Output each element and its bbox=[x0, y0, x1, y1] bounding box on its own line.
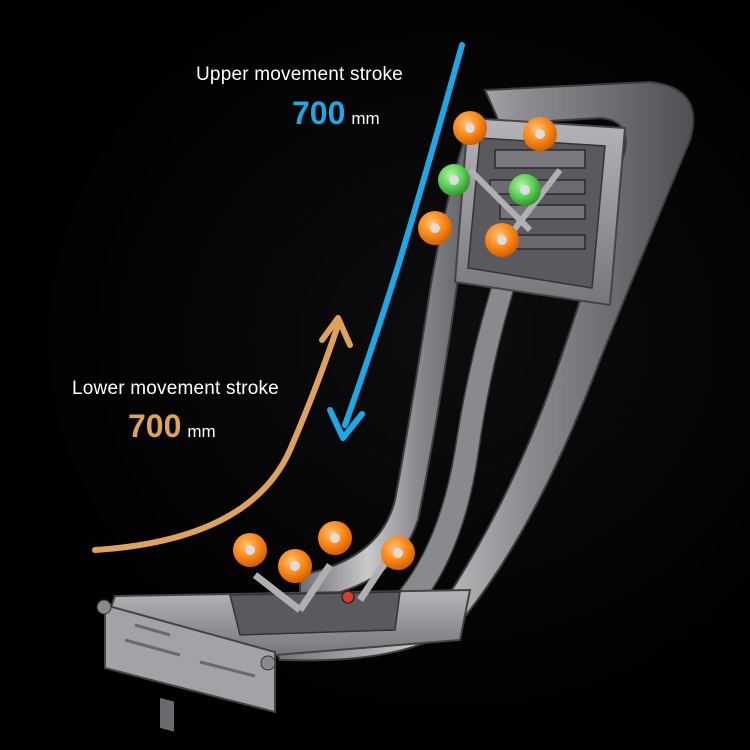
upper-stroke-value: 700 mm bbox=[292, 95, 380, 132]
lower-base-plate bbox=[96, 588, 472, 732]
upper-rollers bbox=[418, 111, 557, 257]
lower-stroke-title: Lower movement stroke bbox=[72, 378, 279, 399]
lower-stroke-unit: mm bbox=[187, 422, 216, 441]
upper-stroke-unit: mm bbox=[351, 109, 380, 128]
upper-stroke-title: Upper movement stroke bbox=[196, 64, 403, 85]
lower-stroke-number: 700 bbox=[128, 408, 182, 444]
lower-stroke-arrow bbox=[92, 315, 353, 553]
upper-stroke-arrow bbox=[327, 42, 465, 441]
upper-stroke-number: 700 bbox=[292, 95, 346, 131]
lower-stroke-value: 700 mm bbox=[128, 408, 216, 445]
lower-rollers bbox=[233, 521, 415, 583]
